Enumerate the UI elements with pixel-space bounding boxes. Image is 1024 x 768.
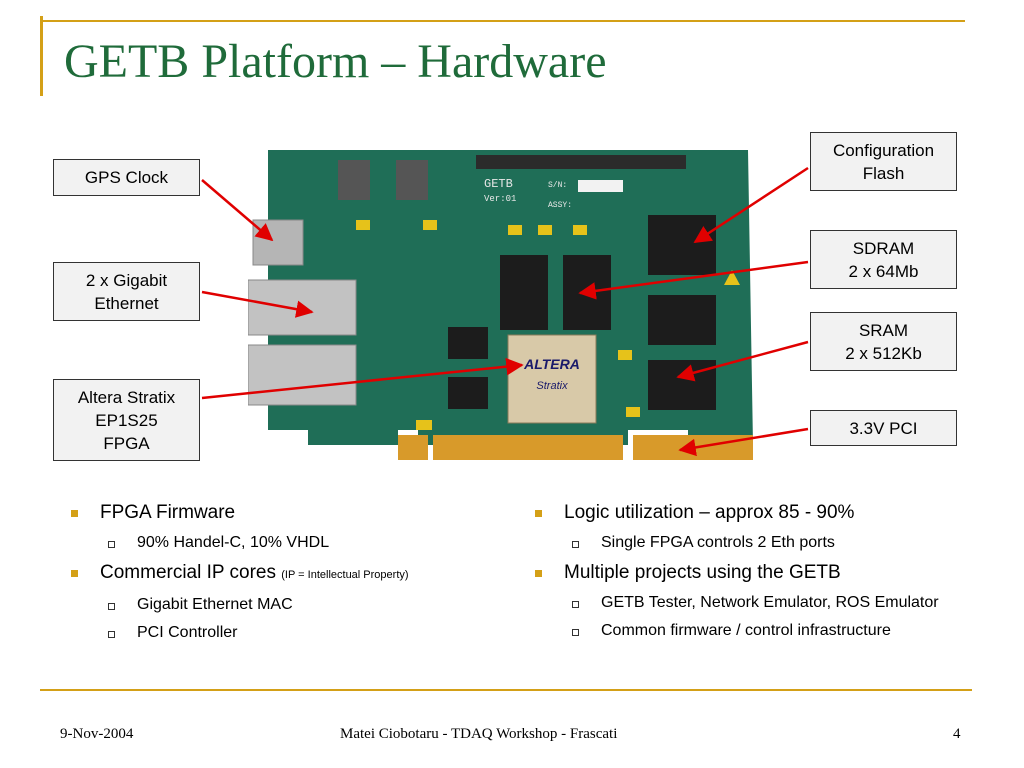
sub-bullet-marker (108, 541, 115, 548)
fpga-chip (507, 334, 597, 424)
board-getb-text: GETB (484, 177, 513, 191)
fpga-stratix-text: Stratix (536, 380, 568, 392)
sub-bullet-text: 90% Handel-C, 10% VHDL (137, 534, 330, 551)
regulator-2 (396, 160, 428, 200)
sub-bullet-marker (572, 629, 579, 636)
sub-bullet-pci-controller: PCI Controller (64, 622, 494, 644)
sub-bullet-marker (572, 601, 579, 608)
gps-connector (252, 219, 304, 266)
footer-center: Matei Ciobotaru - TDAQ Workshop - Frasca… (340, 726, 618, 742)
cap-1 (356, 220, 370, 230)
sub-bullet-marker (108, 631, 115, 638)
callout-fpga-line2: EP1S25 (95, 410, 158, 430)
bullet-marker (535, 510, 542, 517)
bullet-note: (IP = Intellectual Property) (281, 569, 409, 581)
footer-date: 9-Nov-2004 (60, 726, 134, 742)
header-strip (476, 155, 686, 169)
eth-connector-1 (248, 279, 357, 336)
slide-title: GETB Platform – Hardware (64, 35, 607, 88)
fpga-altera-text: ALTERA (523, 356, 580, 372)
footer-page-number: 4 (953, 726, 961, 742)
callout-fpga-line1: Altera Stratix (77, 387, 176, 407)
sub-bullet-text: PCI Controller (137, 624, 238, 641)
bullet-marker (71, 510, 78, 517)
bullet-multiple-projects: Multiple projects using the GETB (528, 560, 978, 586)
callout-pci-label: 3.3V PCI (849, 418, 918, 438)
sub-bullet-common-firmware: Common firmware / control infrastructure (528, 620, 978, 642)
callout-ethernet-line1: 2 x Gigabit (85, 270, 168, 290)
callout-config-line2: Flash (862, 163, 905, 183)
callout-pci: 3.3V PCI (810, 410, 957, 446)
sram-chip-1 (648, 295, 716, 345)
cap-7 (416, 420, 432, 430)
misc-chip-1 (448, 327, 488, 359)
cap-2 (423, 220, 437, 230)
board-assy-text: ASSY: (548, 201, 572, 210)
eth-connector-2 (248, 344, 357, 406)
bottom-divider (40, 689, 972, 691)
cap-6 (618, 350, 632, 360)
cap-4 (538, 225, 552, 235)
cap-5 (573, 225, 587, 235)
sram-chip-2 (648, 360, 716, 410)
callout-sram-line2: 2 x 512Kb (845, 343, 922, 363)
sub-bullet-text: Gigabit Ethernet MAC (137, 596, 293, 613)
sub-bullet-text: GETB Tester, Network Emulator, ROS Emula… (601, 594, 939, 611)
pcb-fingers-mid (433, 435, 623, 460)
sub-bullet-getb-tester: GETB Tester, Network Emulator, ROS Emula… (528, 592, 978, 614)
config-flash-chip (648, 215, 716, 275)
sub-bullet-marker (108, 603, 115, 610)
misc-chip-2 (448, 377, 488, 409)
bullet-fpga-firmware: FPGA Firmware (64, 500, 494, 526)
callout-sdram-line2: 2 x 64Mb (848, 261, 919, 281)
callout-config-line1: Configuration (832, 140, 935, 160)
cap-8 (626, 407, 640, 417)
sub-bullet-text: Single FPGA controls 2 Eth ports (601, 534, 835, 551)
bullet-marker (71, 570, 78, 577)
pcb-fingers-left (398, 435, 428, 460)
callout-fpga: Altera Stratix EP1S25 FPGA (53, 379, 200, 461)
board-photo: ALTERA Stratix GETB Ver:01 S/N: ASSY: (248, 150, 753, 460)
sub-bullet-text: Common firmware / control infrastructure (601, 622, 891, 639)
top-divider (40, 20, 965, 22)
serial-label-sticker (578, 180, 623, 192)
callout-sdram: SDRAM 2 x 64Mb (810, 230, 957, 289)
callout-ethernet-line2: Ethernet (94, 293, 159, 313)
callout-sdram-line1: SDRAM (852, 238, 915, 258)
callout-config-flash: Configuration Flash (810, 132, 957, 191)
sub-bullet-single-fpga: Single FPGA controls 2 Eth ports (528, 532, 978, 554)
board-ver-text: Ver:01 (484, 194, 516, 204)
bullets-left: FPGA Firmware 90% Handel-C, 10% VHDL Com… (64, 500, 494, 650)
pcb-fingers-right (633, 435, 753, 460)
bullet-logic-utilization: Logic utilization – approx 85 - 90% (528, 500, 978, 526)
bullet-text: Logic utilization – approx 85 - 90% (564, 502, 855, 523)
callout-sram: SRAM 2 x 512Kb (810, 312, 957, 371)
callout-sram-line1: SRAM (858, 320, 909, 340)
bullet-text: Multiple projects using the GETB (564, 562, 841, 583)
callout-gps-clock: GPS Clock (53, 159, 200, 196)
bullet-text: FPGA Firmware (100, 502, 236, 523)
sub-bullet-gigabit-mac: Gigabit Ethernet MAC (64, 594, 494, 616)
bullets-right: Logic utilization – approx 85 - 90% Sing… (528, 500, 978, 648)
sub-bullet-handel-c: 90% Handel-C, 10% VHDL (64, 532, 494, 554)
callout-gps-label: GPS Clock (84, 168, 169, 187)
bullet-marker (535, 570, 542, 577)
bullet-commercial-ip: Commercial IP cores (IP = Intellectual P… (64, 560, 494, 588)
callout-ethernet: 2 x Gigabit Ethernet (53, 262, 200, 321)
cap-3 (508, 225, 522, 235)
sdram-chip-2 (563, 255, 611, 330)
board-sn-text: S/N: (548, 181, 567, 190)
sdram-chip-1 (500, 255, 548, 330)
bullet-text: Commercial IP cores (100, 562, 276, 583)
sub-bullet-marker (572, 541, 579, 548)
callout-fpga-line3: FPGA (103, 433, 150, 453)
title-accent-bar (40, 16, 43, 96)
regulator-1 (338, 160, 370, 200)
